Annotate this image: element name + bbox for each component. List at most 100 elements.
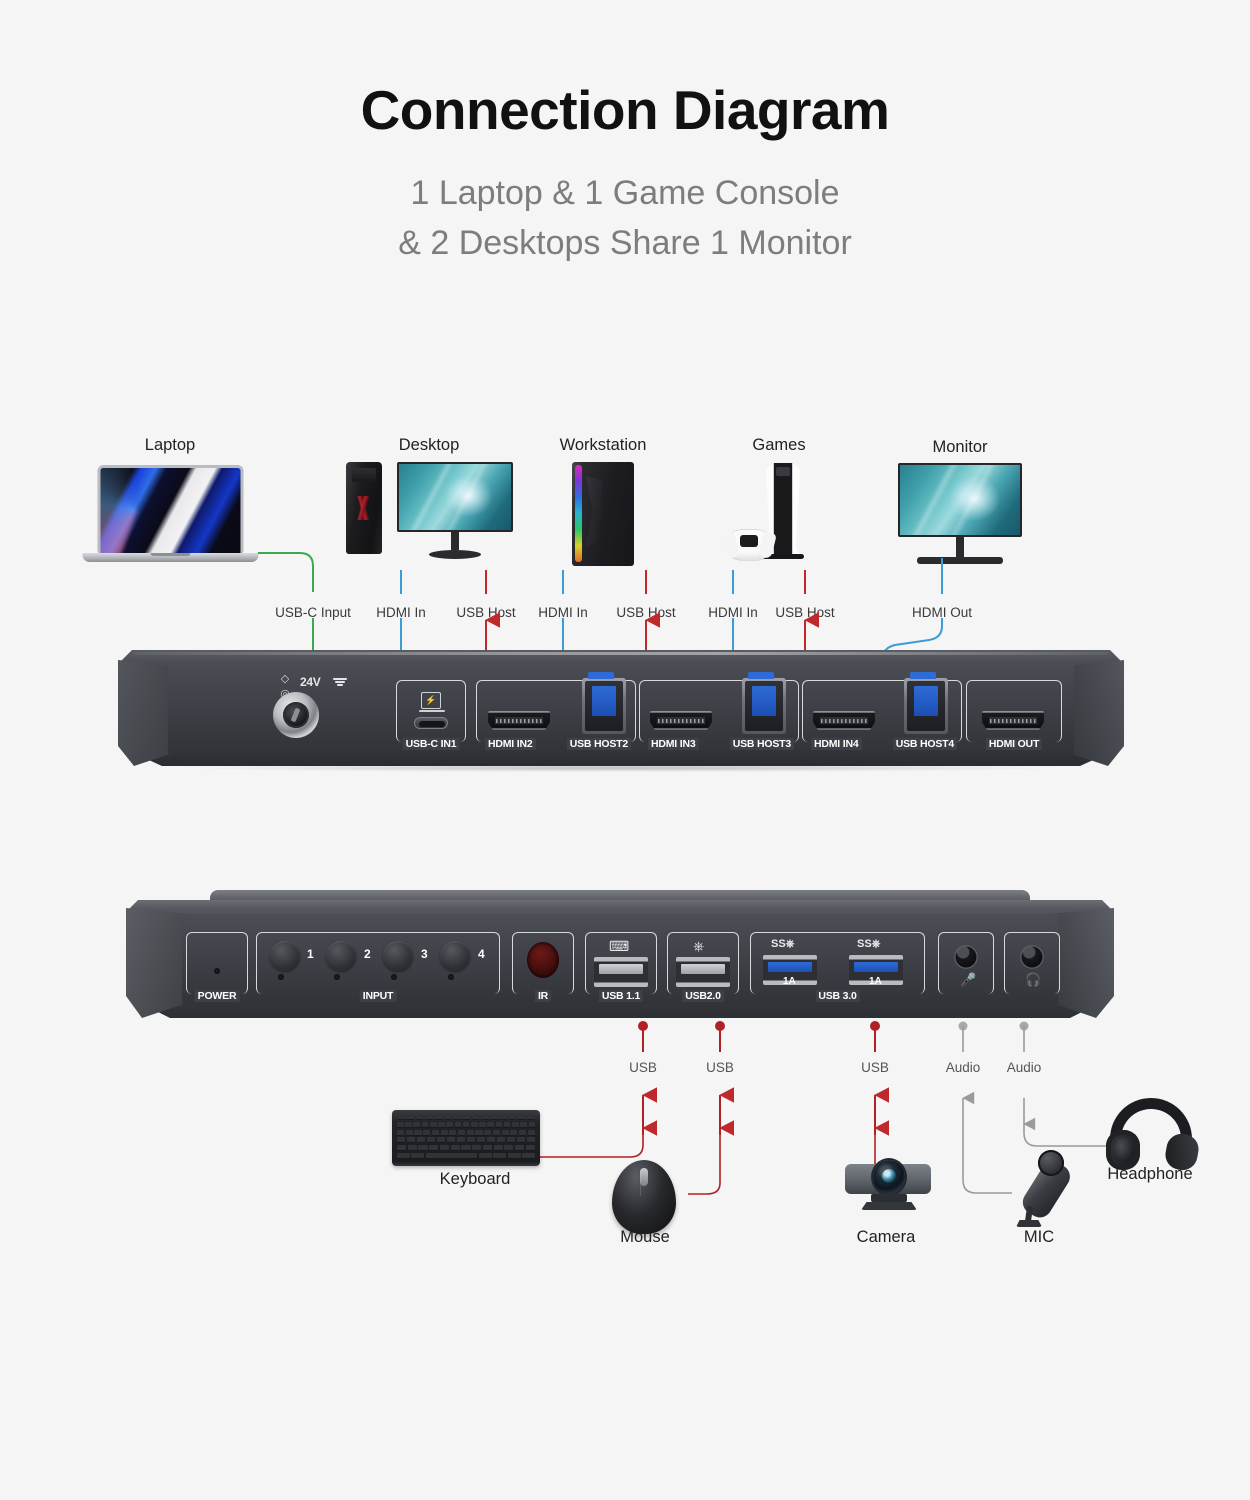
keyboard-key [476,1137,486,1144]
port-group-ir: IR [512,932,574,1002]
hdmi-in4-contacts [819,716,869,725]
usbc-port-slot [419,721,445,727]
port-usb-1-1[interactable] [594,957,648,987]
desktop-monitor [397,462,513,559]
laptop-wallpaper-swoosh [100,468,241,553]
conn-label-usb-host-4: USB Host [775,605,835,620]
port-group-in2: HDMI IN2 USB HOST2 [476,680,636,750]
keyboard-key [516,1137,525,1144]
keyboard-key [526,1137,535,1144]
port-usbc-in1[interactable] [414,717,448,729]
input-button-4[interactable] [440,941,470,971]
headphone-left-cup [1106,1130,1140,1170]
keyboard-key [466,1129,474,1136]
output-monitor-base [917,557,1003,564]
power-jack[interactable] [273,692,319,738]
keyboard-key [405,1121,412,1128]
input-led-3 [391,974,397,980]
input-led-1 [278,974,284,980]
keyboard-key [487,1121,495,1128]
keyboard-key [411,1152,425,1159]
kvm-front-panel: POWER INPUT 1 2 3 4 IR USB 1.1 ⌨ U [126,890,1114,1026]
desktop-monitor-screen [397,462,513,532]
usb-host2-tab [588,672,614,679]
input-button-3[interactable] [383,941,413,971]
port-group-hdmi-out: HDMI OUT [966,680,1062,750]
page-title: Connection Diagram [360,79,890,141]
port-hdmi-in2[interactable] [488,711,550,730]
peripheral-label-keyboard: Keyboard [439,1170,511,1188]
port-usb-host3[interactable] [742,672,786,734]
conn-label-hdmi-in-2: HDMI In [376,605,426,620]
keyboard-key [431,1129,439,1136]
keyboard-key [456,1137,466,1144]
ps5-top-vent [776,467,790,476]
keyboard-key [462,1121,470,1128]
keyboard-row [397,1145,535,1152]
headphone-icon: 🎧 [1025,972,1042,987]
source-label-workstation: Workstation [559,436,647,454]
port-hdmi-in4[interactable] [813,711,875,730]
front-label-input: INPUT [359,990,397,1002]
desktop-monitor-base [429,550,481,559]
conn-label-audio-mic: Audio [945,1060,981,1075]
keyboard-key [439,1145,450,1152]
usb-trident-icon: ⎈ [693,938,705,954]
port-label-hdmi-in4: HDMI IN4 [811,738,862,750]
port-group-usb20: USB2.0 [667,932,739,1002]
laptop-notch [150,553,191,556]
keyboard-key [406,1137,416,1144]
keyboard-key [478,1152,492,1159]
front-label-usb20: USB2.0 [682,990,724,1002]
source-label-desktop: Desktop [398,436,460,454]
camera-device [845,1160,931,1218]
desktop-monitor-image [399,464,511,530]
conn-label-usbc-input: USB-C Input [275,605,351,620]
usb-host2-inner [585,681,623,731]
port-usb-3-0-b[interactable] [849,955,903,985]
input-button-2[interactable] [326,941,356,971]
workstation-tower-icon [572,462,634,566]
keyboard-key [506,1137,516,1144]
keyboard-key [493,1152,507,1159]
keyboard-keys [397,1116,536,1160]
keyboard-key [407,1145,417,1152]
port-group-input: INPUT [256,932,500,1002]
keyboard-device [392,1110,540,1166]
keyboard-key [482,1145,493,1152]
usb-host3-inner [745,681,783,731]
port-headphone-jack[interactable] [1020,945,1044,969]
usb-3-0-a-tongue [768,962,812,972]
superspeed-icon-2: SS⎈ [857,938,881,950]
workstation-rgb-strip [575,465,582,562]
keyboard-key [480,1116,489,1120]
port-mic-jack[interactable] [954,945,978,969]
port-hdmi-out[interactable] [982,711,1044,730]
front-label-usb30: USB 3.0 [815,990,860,1002]
keyboard-key [496,1137,506,1144]
port-usb-3-0-a[interactable] [763,955,817,985]
keyboard-key [397,1152,410,1159]
camera-stand [871,1194,907,1202]
input-button-1[interactable] [270,941,300,971]
conn-label-audio-hp: Audio [1006,1060,1042,1075]
keyboard-key [471,1116,480,1120]
port-hdmi-in3[interactable] [650,711,712,730]
laptop-base [82,553,259,562]
keyboard-key [452,1116,461,1120]
port-label-hdmi-out: HDMI OUT [985,738,1043,750]
peripheral-label-headphone: Headphone [1107,1165,1193,1183]
keyboard-key [528,1121,536,1128]
keyboard-key [508,1116,517,1120]
keyboard-key [462,1116,470,1120]
superspeed-icon-1: SS⎈ [771,938,795,950]
desktop-tower [346,462,382,554]
hdmi-in2-contacts [494,716,544,725]
port-usb-host2[interactable] [582,672,626,734]
port-usb-2-0[interactable] [676,957,730,987]
keyboard-key [415,1116,424,1120]
port-label-usb-host4: USB HOST4 [892,738,957,750]
peripheral-label-mouse: Mouse [620,1228,670,1246]
port-usb-host4[interactable] [904,672,948,734]
